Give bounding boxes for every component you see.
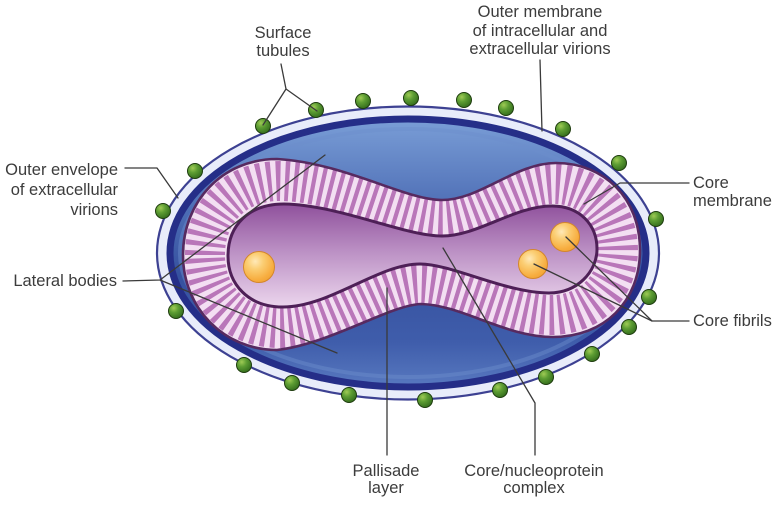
surface-tubule-sphere (355, 93, 371, 109)
surface-tubule-sphere (236, 357, 252, 373)
labels: Surface tubules Outer membrane of intrac… (5, 3, 772, 497)
core-fibril-sphere (243, 251, 275, 283)
surface-tubule-sphere (641, 289, 657, 305)
pallisade-outline (181, 157, 642, 352)
label-outer-membrane: Outer membrane of intracellular and extr… (469, 3, 610, 58)
label-line: layer (368, 479, 404, 497)
core-fibril-sphere (518, 249, 548, 279)
surface-tubule-sphere (341, 387, 357, 403)
surface-tubule-sphere (584, 346, 600, 362)
surface-tubule-sphere (492, 382, 508, 398)
label-line: virions (70, 201, 118, 219)
leader-core-fibrils (533, 263, 653, 322)
label-core-fibrils: Core fibrils (693, 312, 772, 330)
surface-tubule-sphere (538, 369, 554, 385)
leader-core-membrane (583, 182, 690, 205)
label-line: complex (503, 479, 565, 497)
core-body (226, 202, 599, 309)
surface-tubule-sphere (403, 90, 419, 106)
surface-tubule-sphere (187, 163, 203, 179)
surface-tubule-sphere (611, 155, 627, 171)
surface-tubule-sphere (555, 121, 571, 137)
label-line: Outer membrane (478, 3, 603, 21)
label-pallisade-layer: Pallisade layer (353, 462, 420, 497)
surface-tubule-sphere (648, 211, 664, 227)
leader-core-nucleoprotein (442, 247, 536, 456)
pallisade-stripes (184, 160, 639, 349)
label-lateral-bodies: Lateral bodies (13, 272, 117, 290)
label-outer-envelope: Outer envelope of extracellular virions (5, 161, 118, 219)
label-line: Core fibrils (693, 312, 772, 330)
surface-tubule-sphere (284, 375, 300, 391)
core-fibril-sphere (550, 222, 580, 252)
label-line: of extracellular (11, 181, 119, 199)
leader-lateral-bodies (159, 279, 338, 354)
label-line: extracellular virions (469, 40, 610, 58)
label-line: Outer envelope (5, 161, 118, 179)
label-line: membrane (693, 192, 772, 210)
label-line: of intracellular and (473, 22, 608, 40)
surface-tubule-sphere (255, 118, 271, 134)
core-fibril-spheres (243, 222, 580, 283)
label-core-membrane: Core membrane (693, 174, 772, 210)
surface-tubule-sphere (498, 100, 514, 116)
leader-lines (122, 59, 690, 456)
label-line: Core/nucleoprotein (464, 462, 603, 480)
label-surface-tubules: Surface tubules (255, 24, 312, 60)
surface-tubule-sphere (621, 319, 637, 335)
label-line: Lateral bodies (13, 272, 117, 290)
leader-surface-tubules (285, 88, 318, 112)
surface-tubule-spheres (155, 90, 664, 408)
leader-surface-tubules (262, 63, 287, 126)
leader-outer-envelope (124, 167, 179, 199)
surface-tubule-sphere (417, 392, 433, 408)
surface-tubule-sphere (168, 303, 184, 319)
label-line: Surface (255, 24, 312, 42)
label-line: Core (693, 174, 729, 192)
label-core-nucleoprotein: Core/nucleoprotein complex (464, 462, 603, 497)
surface-tubule-sphere (155, 203, 171, 219)
surface-tubule-sphere (456, 92, 472, 108)
label-line: Pallisade (353, 462, 420, 480)
label-line: tubules (256, 42, 309, 60)
leader-outer-membrane (539, 59, 543, 132)
